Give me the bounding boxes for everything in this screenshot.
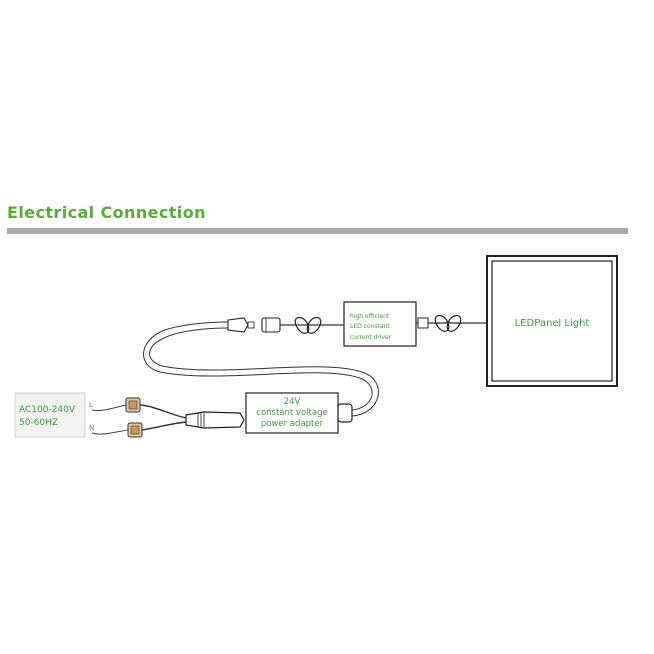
driver-name-label: current driver (350, 334, 392, 341)
terminal-connector-l (125, 397, 141, 413)
title-divider (7, 228, 628, 234)
wire-n-in (91, 429, 129, 435)
adapter-name-label: power adapter (261, 419, 324, 429)
dc-male-plug (227, 317, 255, 333)
ac-input-box (14, 392, 86, 438)
lead-n (141, 421, 187, 431)
driver-constant-label: LED constant (350, 323, 390, 330)
section-title: Electrical Connection (7, 203, 206, 222)
led-panel-label: LEDPanel Light (515, 318, 590, 329)
adapter-type-label: constant voltage (256, 408, 327, 418)
adapter-voltage-label: 24V (284, 397, 301, 407)
ac-voltage-label: AC100-240V (19, 405, 76, 415)
dc-female-socket (261, 317, 281, 333)
lead-l (139, 404, 187, 419)
adapter-output-cap (337, 403, 353, 423)
terminal-connector-n (127, 422, 143, 438)
driver-efficiency-label: high efficient (350, 313, 390, 320)
cable-tie-right (434, 314, 462, 332)
input-plug (185, 411, 245, 429)
ac-frequency-label: 50-60HZ (19, 418, 58, 428)
power-adapter-box (245, 392, 339, 434)
wire-l-in (91, 404, 127, 411)
dc-output-cable (143, 321, 379, 417)
panel-cable-connector (417, 317, 429, 329)
wire-l-label: L (89, 401, 93, 409)
led-panel-inner-frame (491, 260, 613, 382)
cable-tie-left (294, 316, 322, 334)
wire-n-label: N (89, 424, 94, 432)
led-driver-box (343, 301, 417, 347)
